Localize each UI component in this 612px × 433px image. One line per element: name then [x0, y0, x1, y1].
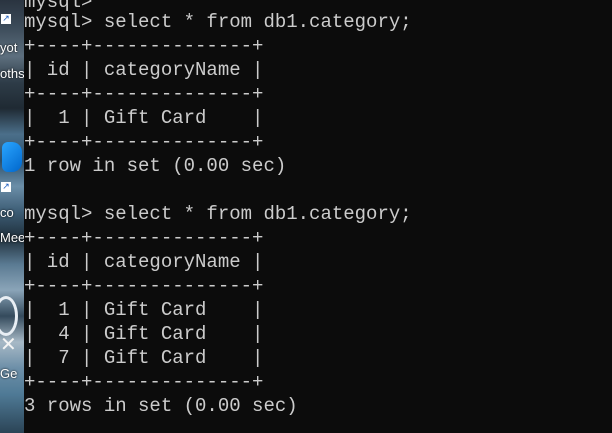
table-border-line: +----+--------------+: [24, 131, 264, 153]
close-icon[interactable]: ✕: [0, 332, 17, 356]
table-border-line: +----+--------------+: [24, 227, 264, 249]
shortcut-arrow-icon: ↗: [1, 182, 11, 192]
table-row: | 7 | Gift Card |: [24, 347, 264, 369]
desktop-icon-label[interactable]: oths: [0, 66, 24, 81]
table-row: | 1 | Gift Card |: [24, 299, 264, 321]
terminal-command-line: mysql> select * from db1.category;: [24, 203, 412, 225]
cortana-ring-icon[interactable]: [0, 296, 18, 336]
result-summary-line: 1 row in set (0.00 sec): [24, 155, 287, 177]
table-row: | 1 | Gift Card |: [24, 107, 264, 129]
table-border-line: +----+--------------+: [24, 83, 264, 105]
table-border-line: +----+--------------+: [24, 275, 264, 297]
desktop-icon-label[interactable]: Ge: [0, 366, 18, 381]
result-summary-line: 3 rows in set (0.00 sec): [24, 395, 298, 417]
table-header-row: | id | categoryName |: [24, 251, 264, 273]
shortcut-arrow-icon: ↗: [1, 14, 11, 24]
terminal-command-line: mysql> select * from db1.category;: [24, 11, 412, 33]
desktop-icon-label[interactable]: yot: [0, 40, 18, 55]
table-header-row: | id | categoryName |: [24, 59, 264, 81]
desktop-icon-label[interactable]: Mee: [0, 230, 24, 245]
table-border-line: +----+--------------+: [24, 371, 264, 393]
table-row: | 4 | Gift Card |: [24, 323, 264, 345]
desktop-background: ↗ yot oths ↗ co Mee ✕ Ge: [0, 0, 24, 433]
terminal-window[interactable]: mysql> mysql> select * from db1.category…: [24, 0, 612, 433]
vs-code-icon[interactable]: [2, 142, 22, 172]
terminal-prompt-line: mysql>: [24, 0, 93, 13]
desktop-icon-label[interactable]: co: [0, 205, 14, 220]
table-border-line: +----+--------------+: [24, 35, 264, 57]
